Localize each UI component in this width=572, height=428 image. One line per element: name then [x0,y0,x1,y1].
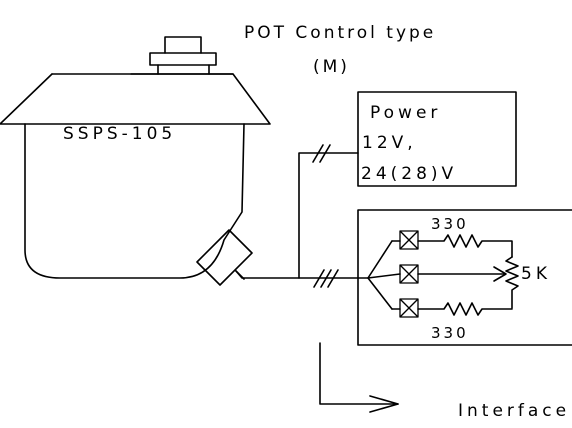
power-voltage-1: 12V, [362,133,417,153]
diagram-subtitle: (M) [313,57,350,77]
terminal-top [399,230,419,250]
diagram-title: POT Control type [244,23,436,43]
wiring-lines [235,144,359,288]
device-label: SSPS-105 [63,124,176,144]
interface-arrow [319,342,399,413]
power-voltage-2: 24(28)V [361,164,457,184]
pot-value: 5K [521,264,551,284]
wiper-arrow [417,266,507,282]
resistor-bottom-value: 330 [431,324,469,342]
interface-label: Interface [458,401,570,421]
resistor-bottom [417,302,513,316]
power-box [357,91,517,187]
fan-out-lines [357,240,401,310]
top-connector [130,36,234,75]
resistor-top [417,234,513,258]
potentiometer [505,256,519,309]
power-label: Power [370,103,441,123]
terminal-bottom [399,298,419,318]
terminal-middle [399,264,419,284]
resistor-top-value: 330 [431,215,469,233]
device-body [0,73,271,279]
